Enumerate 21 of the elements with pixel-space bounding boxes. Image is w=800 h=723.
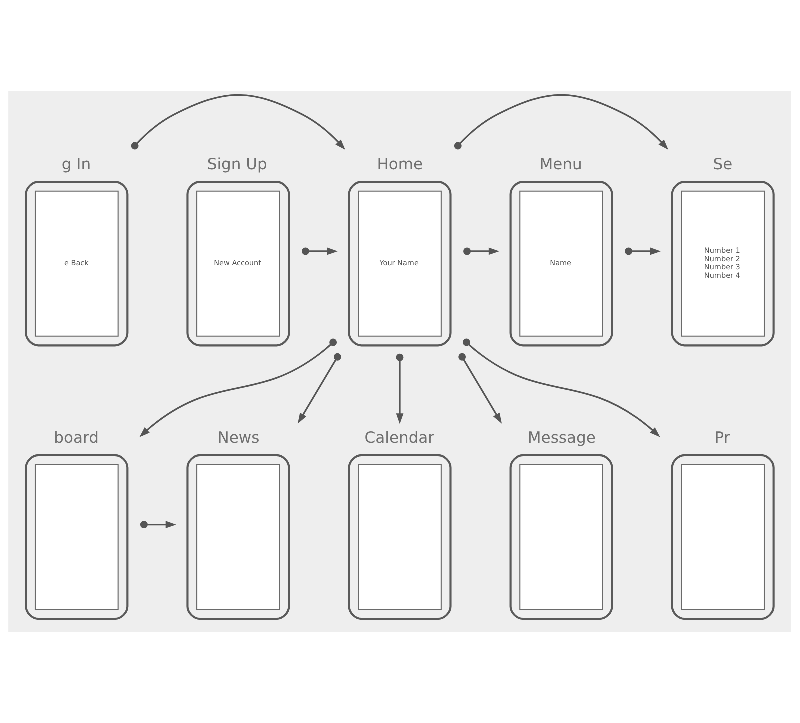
arrow <box>625 248 662 256</box>
arrow <box>454 94 669 150</box>
node-label: Home <box>377 156 424 174</box>
arrow <box>462 338 660 438</box>
arrow <box>458 353 502 424</box>
node-label: Menu <box>540 156 582 174</box>
node-label: Calendar <box>364 429 435 448</box>
node-label: News <box>218 429 260 448</box>
arrow <box>302 248 338 256</box>
arrow <box>396 354 404 424</box>
arrow <box>464 248 500 256</box>
node-label: Message <box>528 429 596 448</box>
node-label: Pr <box>714 429 730 448</box>
node-label: Se <box>713 156 733 174</box>
node-label: Sign Up <box>207 156 268 174</box>
arrow <box>140 338 338 438</box>
node-label: g In <box>62 156 92 174</box>
arrow <box>140 521 176 529</box>
node-label: board <box>54 429 99 448</box>
arrow <box>298 353 342 424</box>
arrow <box>131 94 346 150</box>
